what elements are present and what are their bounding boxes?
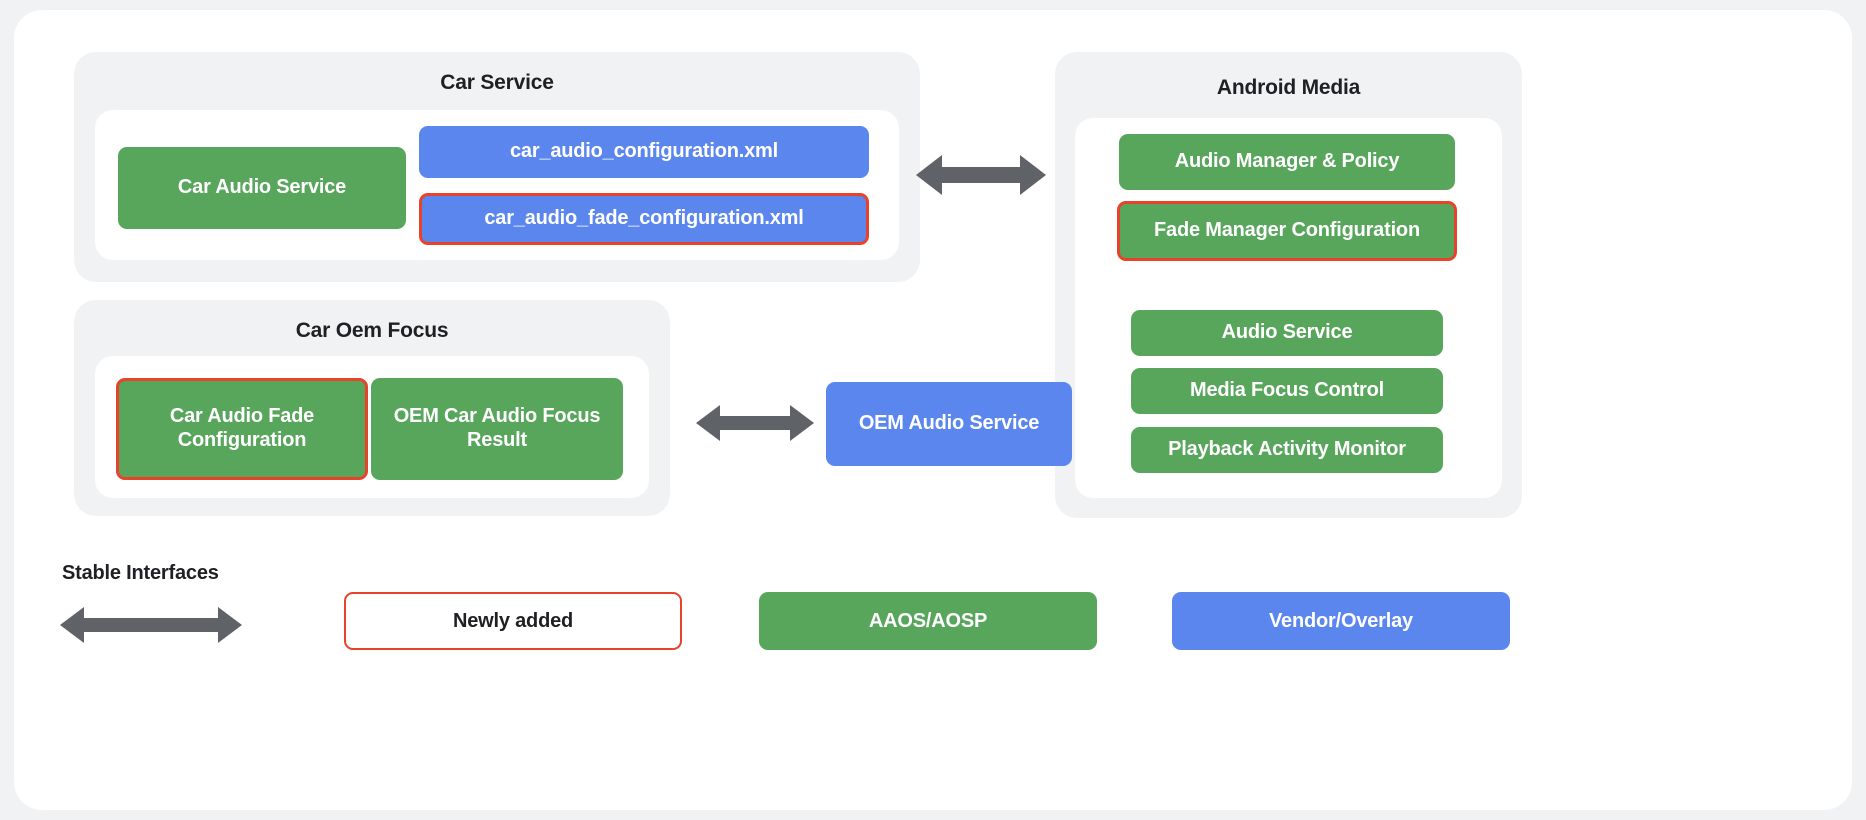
node-audio-manager-and-policy[interactable]: Audio Manager & Policy [1119, 134, 1455, 190]
legend-stable-interfaces-label: Stable Interfaces [62, 562, 219, 584]
node-fade-manager-configuration[interactable]: Fade Manager Configuration [1117, 201, 1457, 261]
node-car-audio-fade-configuration-xml[interactable]: car_audio_fade_configuration.xml [419, 193, 869, 245]
group-car-service: Car Service Car Audio Service car_audio_… [74, 52, 920, 282]
group-car-oem-focus-title: Car Oem Focus [295, 319, 449, 342]
group-car-service-title: Car Service [440, 71, 554, 94]
node-car-audio-service[interactable]: Car Audio Service [118, 147, 406, 229]
node-oem-car-audio-focus-result[interactable]: OEM Car Audio Focus Result [371, 378, 623, 480]
node-car-audio-configuration-xml[interactable]: car_audio_configuration.xml [419, 126, 869, 178]
legend-chip-aaos-aosp[interactable]: AAOS/AOSP [759, 592, 1097, 650]
legend-stable-interfaces-arrow [58, 603, 244, 647]
node-playback-activity-monitor[interactable]: Playback Activity Monitor [1131, 427, 1443, 473]
node-oem-audio-service[interactable]: OEM Audio Service [826, 382, 1072, 466]
legend-chip-newly-added[interactable]: Newly added [344, 592, 682, 650]
node-media-focus-control[interactable]: Media Focus Control [1131, 368, 1443, 414]
group-android-media: Android Media Audio Manager & Policy Fad… [1055, 52, 1522, 518]
group-android-media-title: Android Media [1216, 76, 1361, 99]
legend-chip-vendor-overlay[interactable]: Vendor/Overlay [1172, 592, 1510, 650]
group-car-oem-focus: Car Oem Focus Car Audio Fade Configurati… [74, 300, 670, 516]
arrow-car-oem-focus-to-oem-audio-service [694, 400, 816, 446]
node-audio-service[interactable]: Audio Service [1131, 310, 1443, 356]
arrow-car-service-to-android-media [914, 150, 1048, 200]
node-car-audio-fade-configuration[interactable]: Car Audio Fade Configuration [116, 378, 368, 480]
diagram-canvas: Car Service Car Audio Service car_audio_… [14, 10, 1852, 810]
